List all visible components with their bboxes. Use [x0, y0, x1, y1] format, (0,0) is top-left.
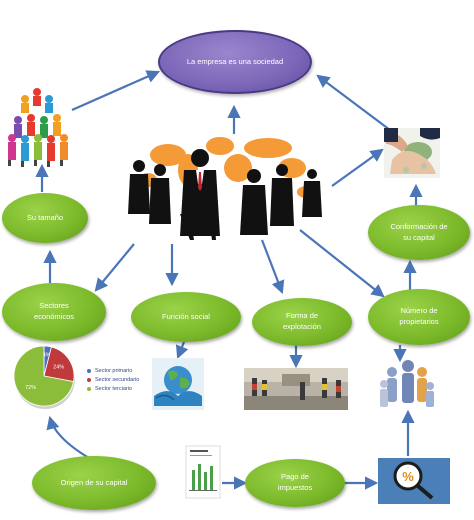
arrow-team-to-sectores: [94, 243, 135, 292]
arrow-pyramid-to-center: [71, 70, 161, 112]
node-sectores-economicos: Sectores económicos: [2, 283, 106, 341]
arrow-team-to-numero: [299, 229, 385, 298]
node-forma-label: Forma de explotación: [283, 311, 321, 331]
legend-swatch-secundario: [87, 377, 91, 382]
legend-swatch-primario: [87, 368, 91, 373]
node-su-tamano-label: Su tamaño: [26, 212, 64, 222]
legend-row-primario: Sector primario: [87, 366, 139, 375]
node-conformacion-capital: Conformación de su capital: [368, 205, 470, 260]
legend-label-terciario: Sector terciario: [95, 385, 132, 392]
node-sectores-label: Sectores económicos: [33, 301, 75, 321]
node-su-tamano: Su tamaño: [2, 193, 88, 243]
node-origen-capital: Origen de su capital: [32, 456, 156, 510]
pie-legend: Sector primario Sector secundario Sector…: [87, 366, 139, 393]
node-numero-propietarios: Número de propietarios: [368, 289, 470, 345]
legend-swatch-terciario: [87, 386, 91, 391]
node-forma-explotacion: Forma de explotación: [252, 298, 352, 346]
arrow-team-to-forma: [260, 239, 285, 295]
node-funcion-label: Función social: [162, 311, 210, 321]
legend-row-terciario: Sector terciario: [87, 384, 139, 393]
center-node: La empresa es una sociedad: [158, 30, 312, 94]
node-funcion-social: Función social: [131, 292, 241, 342]
node-pago-label: Pago de impuestos: [277, 472, 313, 492]
arrow-funcion-to-globe: [175, 341, 189, 360]
node-pago-impuestos: Pago de impuestos: [245, 459, 345, 507]
node-numero-label: Número de propietarios: [399, 306, 439, 326]
legend-label-secundario: Sector secundario: [95, 376, 140, 383]
node-origen-label: Origen de su capital: [60, 477, 128, 487]
center-label: La empresa es una sociedad: [186, 56, 284, 66]
legend-label-primario: Sector primario: [95, 367, 133, 374]
legend-row-secundario: Sector secundario: [87, 375, 139, 384]
arrow-money-to-center: [316, 74, 391, 131]
node-conformacion-label: Conformación de su capital: [390, 221, 448, 242]
arrow-team-to-money: [331, 148, 384, 187]
